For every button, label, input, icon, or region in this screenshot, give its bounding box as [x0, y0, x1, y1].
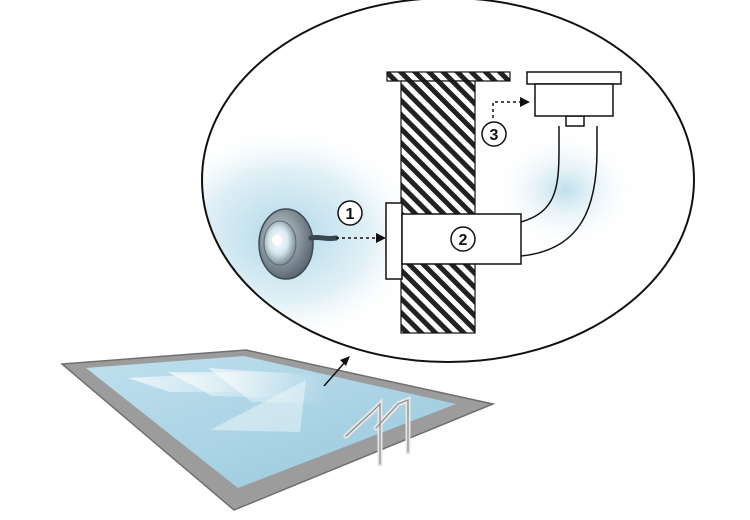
junction-box: [526, 71, 622, 117]
callout-1: 1: [337, 200, 363, 226]
wall-body: [400, 80, 476, 334]
arrow-to-junction-box: [492, 97, 530, 118]
arrow-to-niche: [336, 233, 386, 243]
detail-callout-bubble: 1 2 3: [201, 0, 695, 363]
swimming-pool: [60, 349, 496, 511]
light-cable: [308, 234, 339, 242]
callout-2: 2: [450, 226, 476, 252]
wall-coping: [386, 71, 511, 82]
callout-3: 3: [481, 121, 507, 147]
callout-3-label: 3: [490, 127, 499, 144]
pool-light-beams: [128, 368, 330, 432]
pool-light-fixture: [258, 208, 339, 280]
callout-2-label: 2: [459, 232, 468, 249]
pool-wall-section: [386, 71, 511, 334]
pool-ladder: [343, 396, 411, 467]
detail-pointer-arrow: [323, 356, 350, 387]
callout-1-label: 1: [346, 206, 355, 223]
